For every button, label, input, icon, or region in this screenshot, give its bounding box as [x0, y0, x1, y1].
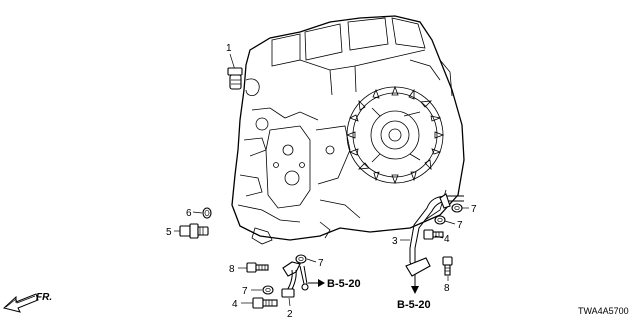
transmission-housing	[231, 15, 465, 245]
part-6-o-ring	[202, 207, 212, 219]
part-5-sensor	[179, 223, 209, 239]
callout-1: 1	[226, 43, 232, 54]
part-7-washer-center	[295, 254, 307, 264]
part-3-pipe	[405, 193, 464, 277]
part-1-breather-cap	[227, 53, 243, 90]
callout-4-right: 4	[444, 234, 450, 245]
front-direction-arrow-icon	[2, 293, 39, 313]
callout-7-lower: 7	[242, 286, 248, 297]
callout-7-right: 7	[471, 204, 477, 215]
part-4-bolt-right	[423, 229, 444, 240]
callout-6: 6	[186, 208, 192, 219]
callout-8-right: 8	[444, 283, 450, 294]
diagram-code: TWA4A5700	[578, 306, 629, 316]
callout-7-right-b: 7	[457, 220, 463, 231]
callout-8-left: 8	[229, 264, 235, 275]
part-8-bolt-left	[246, 262, 269, 273]
callout-3: 3	[392, 236, 398, 247]
ref-b520-bottom: B-5-20	[397, 299, 431, 311]
part-2-pipe-bracket	[281, 261, 309, 298]
part-7-washer-lower	[262, 285, 274, 295]
callout-4-left: 4	[232, 299, 238, 310]
callout-5: 5	[166, 227, 172, 238]
callout-2: 2	[287, 309, 293, 320]
direction-label: FR.	[36, 292, 52, 303]
callout-7-center: 7	[318, 258, 324, 269]
part-7-washer-right-mid	[434, 215, 446, 225]
ref-arrow-center	[308, 279, 325, 287]
part-8-bolt-right	[442, 256, 453, 276]
ref-arrow-bottom	[411, 274, 419, 294]
ref-b520-center: B-5-20	[327, 278, 361, 290]
part-7-washer-right-top	[451, 203, 463, 213]
part-4-bolt-left	[252, 297, 278, 309]
